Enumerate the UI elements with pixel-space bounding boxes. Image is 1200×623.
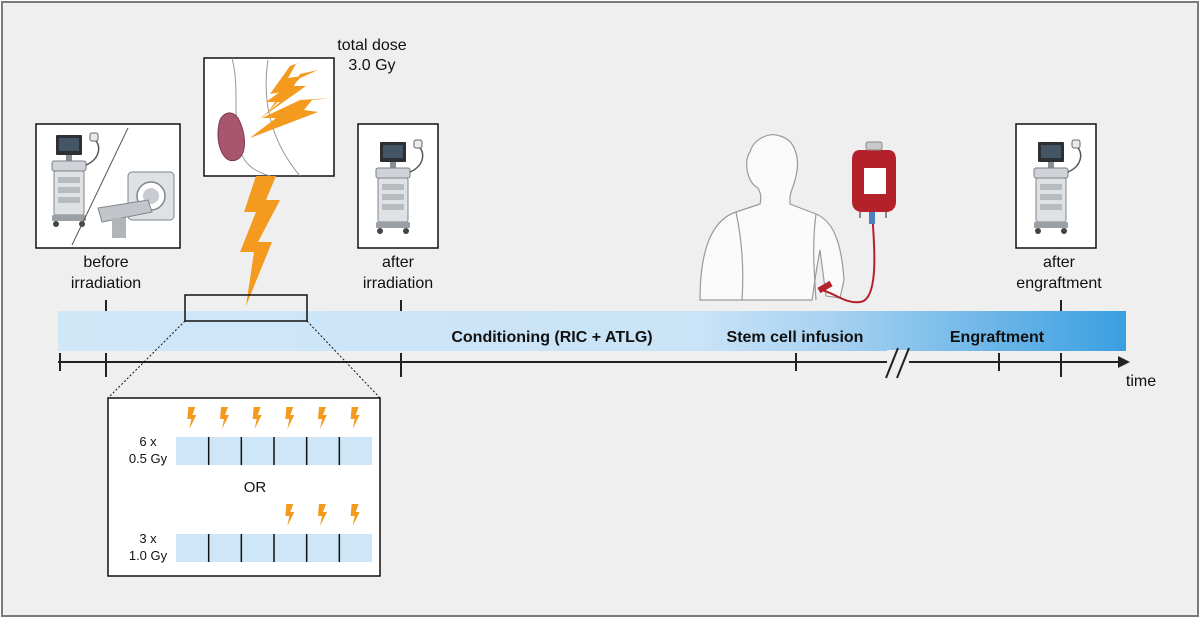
time-axis-arrow xyxy=(1118,356,1130,368)
label-total-dose-line2: 3.0 Gy xyxy=(348,57,395,74)
option-a-schedule xyxy=(176,407,372,465)
option-b-schedule xyxy=(176,504,372,562)
label-after-irradiation-line1: after xyxy=(382,254,415,271)
iv-line xyxy=(821,211,876,304)
option-a-count: 6 x xyxy=(139,434,157,449)
irradiation-window xyxy=(184,294,308,322)
label-after-engraftment-line2: engraftment xyxy=(1016,275,1102,292)
label-after-engraftment-line1: after xyxy=(1043,254,1076,271)
irradiation-bolt-icon xyxy=(240,176,280,306)
ct-scanner-icon xyxy=(97,171,175,238)
patient-silhouette-icon xyxy=(699,134,845,301)
tissue-irradiation-panel xyxy=(203,57,335,177)
option-b-count: 3 x xyxy=(139,531,157,546)
after-engraftment-panel xyxy=(1015,123,1097,249)
before-irradiation-panel xyxy=(35,123,181,249)
label-conditioning: Conditioning (RIC + ATLG) xyxy=(451,329,652,346)
axis-ticks xyxy=(59,353,1062,377)
lightning-bolt-icon xyxy=(250,58,332,138)
label-stem-cell-infusion: Stem cell infusion xyxy=(727,329,864,346)
label-engraftment: Engraftment xyxy=(950,329,1045,346)
timeline-bar xyxy=(58,311,1126,351)
after-irradiation-panel xyxy=(357,123,439,249)
zoom-line-right xyxy=(306,320,381,399)
blood-bag-icon xyxy=(852,141,896,224)
label-before-line1: before xyxy=(83,254,128,271)
tissue-icon xyxy=(217,112,245,162)
label-before-line2: irradiation xyxy=(71,275,141,292)
option-b-dose: 1.0 Gy xyxy=(129,548,168,563)
axis-break-icon xyxy=(885,347,910,379)
upper-ticks xyxy=(105,300,1062,311)
iv-catheter-icon xyxy=(817,280,833,294)
label-total-dose-line1: total dose xyxy=(337,37,406,54)
label-after-irradiation-line2: irradiation xyxy=(363,275,433,292)
option-separator: OR xyxy=(244,479,267,496)
option-a-dose: 0.5 Gy xyxy=(129,451,168,466)
label-time: time xyxy=(1126,373,1156,390)
